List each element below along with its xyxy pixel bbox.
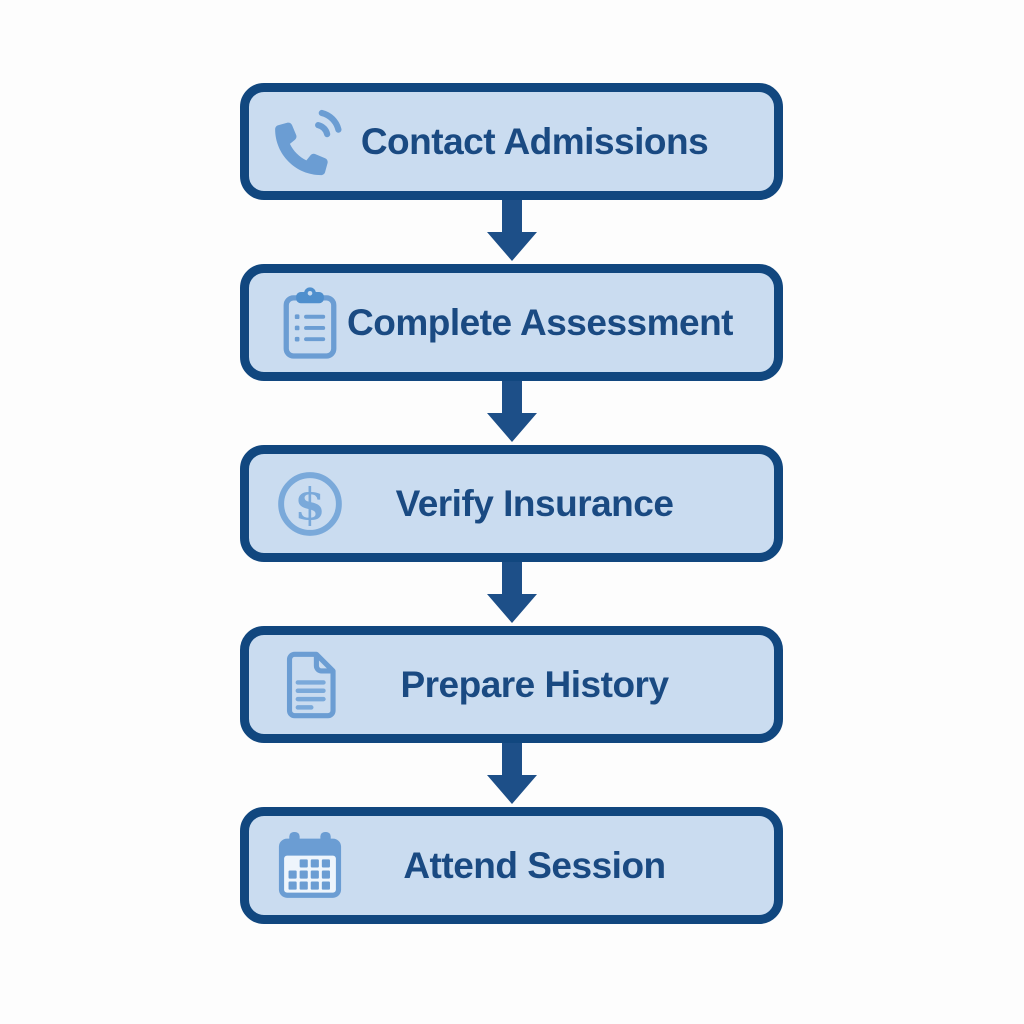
- step-label: Complete Assessment: [347, 301, 734, 343]
- flowchart-column: Contact Admissions: [240, 83, 783, 924]
- down-arrow-icon: [486, 200, 537, 261]
- step-box-attend-session: Attend Session: [240, 807, 783, 924]
- step-label: Prepare History: [400, 663, 669, 705]
- flow-connector: [240, 743, 783, 807]
- document-icon: [273, 643, 347, 727]
- step-box-prepare-history: Prepare History: [240, 626, 783, 743]
- down-arrow-icon: [486, 743, 537, 804]
- flow-connector: [240, 200, 783, 264]
- step-label: Attend Session: [403, 844, 666, 886]
- dollar-circle-icon: $: [273, 462, 347, 546]
- step-box-verify-insurance: $ Verify Insurance: [240, 445, 783, 562]
- down-arrow-icon: [486, 381, 537, 442]
- step-label: Verify Insurance: [395, 482, 674, 524]
- flow-connector: [240, 381, 783, 445]
- step-box-complete-assessment: Complete Assessment: [240, 264, 783, 381]
- clipboard-checklist-icon: [273, 281, 347, 365]
- down-arrow-icon: [486, 562, 537, 623]
- step-label: Contact Admissions: [360, 120, 709, 162]
- calendar-icon: [273, 824, 347, 908]
- svg-text:$: $: [295, 478, 326, 530]
- flow-connector: [240, 562, 783, 626]
- step-box-contact-admissions: Contact Admissions: [240, 83, 783, 200]
- phone-icon: [273, 100, 347, 184]
